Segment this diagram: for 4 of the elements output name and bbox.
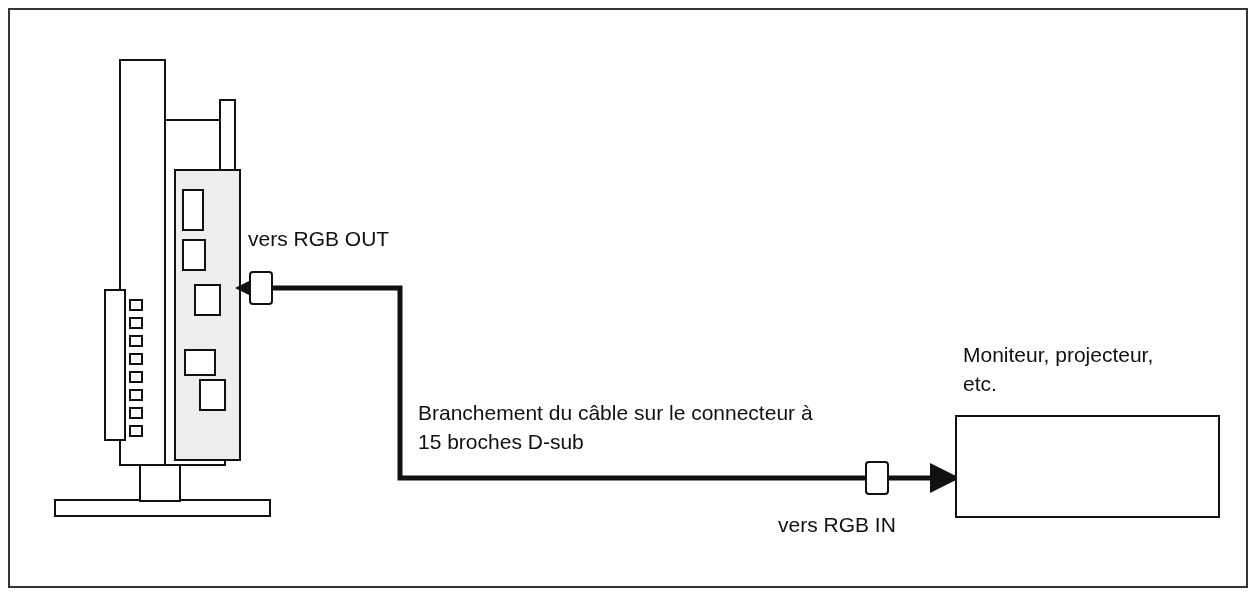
edge-label: Branchement du câble sur le connecteur à 15 broches D-sub (418, 400, 814, 455)
device-label: Moniteur, projecteur, etc. (963, 342, 1155, 397)
connector-label: vers RGB IN (778, 512, 896, 538)
connector-label: vers RGB OUT (248, 226, 390, 252)
